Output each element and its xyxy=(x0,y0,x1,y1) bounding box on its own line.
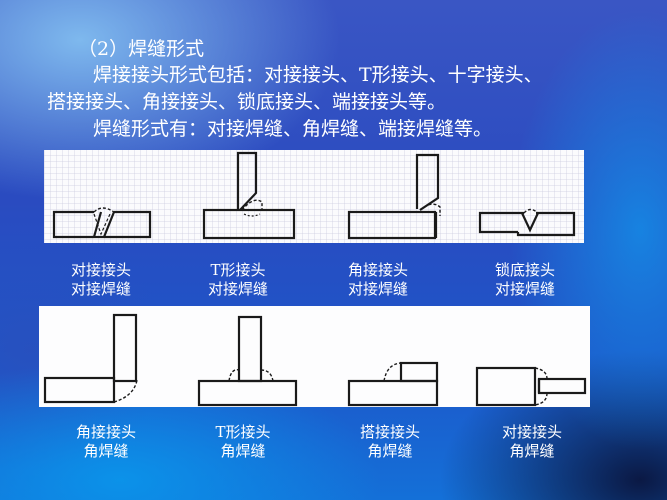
weld-label: 角焊缝 xyxy=(220,442,266,460)
paragraph-line-3: 焊缝形式有：对接焊缝、角焊缝、端接焊缝等。 xyxy=(93,118,493,140)
joint-label: 角接接头 xyxy=(347,261,409,279)
section-heading: （2）焊缝形式 xyxy=(78,38,205,60)
bottom-caption-3: 搭接接头 角焊缝 xyxy=(360,423,420,461)
butt-joint-v-groove-diagram xyxy=(52,207,152,239)
top-diagram-panel xyxy=(44,150,584,243)
bottom-caption-1: 角接接头 角焊缝 xyxy=(76,423,136,461)
joint-label: 角接接头 xyxy=(75,423,137,441)
bottom-caption-2: T形接头 角焊缝 xyxy=(215,423,270,461)
weld-label: 角焊缝 xyxy=(83,442,129,460)
t-joint-bevel-diagram xyxy=(202,151,296,240)
joint-label: T形接头 xyxy=(210,261,266,279)
top-caption-4: 锁底接头 对接焊缝 xyxy=(495,261,555,299)
weld-label: 对接焊缝 xyxy=(494,280,556,298)
joint-label: 对接接头 xyxy=(70,261,132,279)
joint-label: T形接头 xyxy=(215,423,271,441)
bottom-caption-4: 对接接头 角焊缝 xyxy=(502,423,562,461)
joint-label: 搭接接头 xyxy=(359,423,421,441)
weld-label: 角焊缝 xyxy=(367,442,413,460)
top-caption-1: 对接接头 对接焊缝 xyxy=(71,261,131,299)
paragraph-line-1: 焊接接头形式包括：对接接头、T形接头、十字接头、 xyxy=(93,64,543,86)
weld-label: 角焊缝 xyxy=(509,442,555,460)
joint-label: 锁底接头 xyxy=(494,261,556,279)
t-joint-fillet-diagram xyxy=(197,315,298,407)
weld-label: 对接焊缝 xyxy=(207,280,269,298)
top-caption-3: 角接接头 对接焊缝 xyxy=(348,261,408,299)
corner-joint-bevel-diagram xyxy=(347,153,441,240)
bottom-diagram-panel xyxy=(39,306,590,407)
paragraph-line-2: 搭接接头、角接接头、锁底接头、端接接头等。 xyxy=(47,91,447,113)
weld-label: 对接焊缝 xyxy=(70,280,132,298)
corner-joint-fillet-diagram xyxy=(43,313,138,404)
joint-label: 对接接头 xyxy=(501,423,563,441)
butt-joint-fillet-diagram xyxy=(475,366,587,407)
top-caption-2: T形接头 对接焊缝 xyxy=(208,261,268,299)
weld-label: 对接焊缝 xyxy=(347,280,409,298)
lock-bottom-joint-diagram xyxy=(478,208,576,237)
lap-joint-fillet-diagram xyxy=(347,361,439,407)
